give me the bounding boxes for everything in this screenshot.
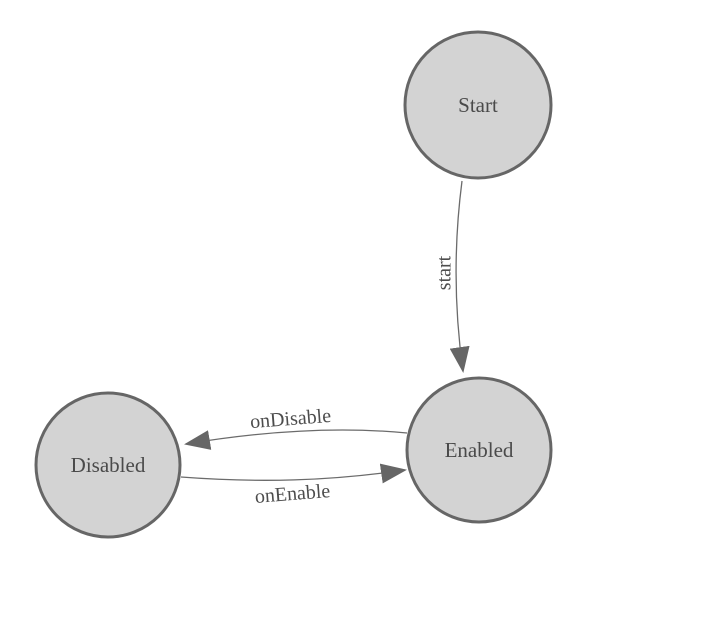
edge-start-to-enabled: start [434, 180, 470, 373]
node-enabled-circle[interactable] [405, 376, 553, 524]
edge-label-start: start [434, 255, 456, 290]
node-start-circle[interactable] [403, 30, 553, 180]
node-start[interactable]: Start [403, 30, 553, 180]
node-enabled-label: Enabled [445, 438, 514, 462]
node-disabled[interactable]: Disabled [34, 391, 182, 539]
edge-line-start [449, 180, 470, 373]
edge-label-ondisable: onDisable [249, 405, 332, 433]
edge-disabled-to-enabled: onEnable [180, 463, 407, 508]
edge-label-onenable: onEnable [254, 480, 331, 508]
edge-line-ondisable [184, 429, 408, 450]
node-enabled[interactable]: Enabled [405, 376, 553, 524]
node-disabled-circle[interactable] [34, 391, 182, 539]
edge-enabled-to-disabled: onDisable [184, 405, 408, 450]
edge-line-onenable [180, 463, 407, 484]
node-start-label: Start [458, 93, 498, 117]
node-disabled-label: Disabled [71, 453, 146, 477]
